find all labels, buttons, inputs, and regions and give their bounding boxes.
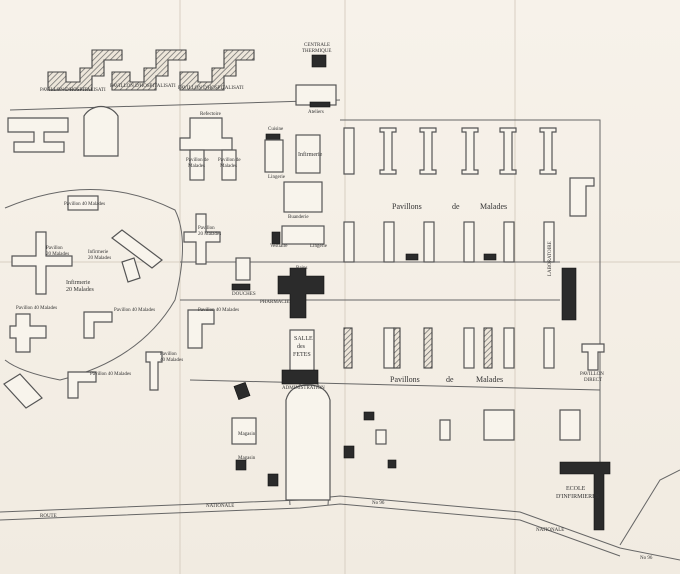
bottom-area-buildings — [231, 381, 611, 531]
label-pavillons-bottom-2: de — [446, 375, 454, 384]
label-pavillons-heading-1: Pavillons — [392, 202, 422, 211]
lingerie-block — [264, 139, 284, 173]
label-pavillon-20-mid-1: Pavillon — [198, 226, 215, 231]
label-pavillon-40-b: Pavillon 40 Malades — [114, 308, 156, 313]
label-salle: SALLE — [294, 336, 313, 342]
label-laboratoire: LABORATOIRE — [548, 241, 553, 276]
label-pavillon-direct-2: DIRECT — [584, 378, 603, 383]
label-pavillon-40-a: Pavillon 40 Malades — [64, 202, 106, 207]
label-pavillon-hospitalisation-3: PAVILLON D'HOSPITALISATI — [178, 86, 244, 91]
label-lingerie: Lingerie — [268, 175, 285, 180]
buanderie-block — [283, 181, 323, 213]
label-magasin: Magasin — [238, 432, 256, 437]
roads — [0, 99, 680, 561]
label-pavillon-20-left-2: 20 Malades — [46, 252, 70, 257]
laboratoire — [561, 267, 577, 321]
pavilions-mid-right — [343, 221, 555, 263]
label-magasin-2: Magasin — [238, 456, 256, 461]
pavillon-malades-a — [189, 149, 205, 181]
central-dark-building — [277, 267, 325, 319]
label-pavillons-bottom-1: Pavillons — [390, 375, 420, 384]
label-pavillons-heading-3: Malades — [480, 202, 508, 211]
label-route: ROUTE — [40, 514, 57, 519]
arched-building — [83, 106, 119, 157]
label-pavillon-20-left-1: Pavillon — [46, 246, 63, 251]
label-douches: DOUCHES — [232, 292, 256, 297]
label-infirmerie-20-2: 20 Malades — [88, 256, 112, 261]
label-vestiaire: Vestiaire — [270, 244, 288, 249]
left-wing-building — [7, 117, 69, 153]
label-pharmacie: PHARMACIE — [260, 300, 290, 305]
label-infirmerie-20-1: Infirmerie — [88, 250, 109, 255]
hospitalisation-pavilions — [47, 49, 255, 91]
label-thermique: THERMIQUE — [302, 49, 332, 54]
label-pavillon-20-mid-2: 20 Malades — [198, 232, 222, 237]
administration — [281, 369, 319, 385]
label-pavillons-heading-2: de — [452, 202, 460, 211]
refectoire — [179, 117, 233, 151]
label-ecole: ECOLE — [566, 486, 586, 492]
label-pavillon-hospitalisation-2: PAVILLON D'HOSPITALISATI — [110, 84, 176, 89]
label-pavillons-bottom-3: Malades — [476, 375, 504, 384]
label-des: des — [297, 344, 305, 350]
pavillon-malades-b — [221, 149, 237, 181]
centrale-thermique — [311, 54, 327, 68]
label-infirmerie-20b-1: Infirmerie — [66, 280, 91, 286]
label-pavillon-40-d: Pavillon 40 Malades — [16, 306, 58, 311]
label-administration: ADMINISTRATION — [282, 386, 325, 391]
bains-block — [281, 225, 325, 245]
label-pavillon-direct-1: PAVILLON — [580, 372, 604, 377]
label-route-number-1: No 96 — [372, 501, 385, 506]
label-pavillon-hospitalisation-1: PAVILLON D'HOSPITALISATI — [40, 88, 106, 93]
label-route-number-2: No 96 — [640, 556, 653, 561]
label-nationale-1: NATIONALE — [206, 504, 235, 509]
pavilions-top-right — [343, 127, 595, 217]
label-infirmerie-20b-2: 20 Malades — [66, 287, 94, 293]
label-lingerie-2: Lingerie — [310, 244, 327, 249]
label-bains: Bains — [296, 266, 308, 271]
label-centrale: CENTRALE — [304, 43, 331, 48]
pavilions-lower-right — [343, 327, 605, 371]
label-fetes: FETES — [293, 352, 311, 358]
label-cuisine: Cuisine — [268, 127, 284, 132]
label-pavillon-malades-b1: Pavillon de — [218, 158, 241, 163]
label-pavillon-malades-a1: Pavillon de — [186, 158, 209, 163]
label-pavillon-40-c: Pavillon 40 Malades — [198, 308, 240, 313]
vestiaire-block — [271, 231, 281, 245]
label-ateliers: Ateliers — [308, 110, 324, 115]
label-pavillon-40-e1: Pavillon — [160, 352, 177, 357]
label-nationale-2: NATIONALE — [536, 528, 565, 533]
label-pavillon-malades-a2: Malades — [188, 164, 205, 169]
label-pavillon-malades-b2: Malades — [220, 164, 237, 169]
douches-block — [231, 283, 251, 291]
label-pavillon-40-e2: 40 Malades — [160, 358, 184, 363]
label-infirmerie: Infirmerie — [298, 152, 323, 158]
ateliers-dark — [309, 101, 331, 108]
infirmerie-block — [295, 134, 321, 174]
left-pavilions — [3, 195, 251, 409]
label-infirmieres: D'INFIRMIERES — [556, 494, 600, 500]
cuisine-block — [265, 133, 281, 141]
salle-des-fetes — [289, 329, 315, 373]
label-pavillon-40-f: Pavillon 40 Malades — [90, 372, 132, 377]
label-buanderie: Buanderie — [288, 215, 309, 220]
label-refectoire: Refectoire — [200, 112, 221, 117]
